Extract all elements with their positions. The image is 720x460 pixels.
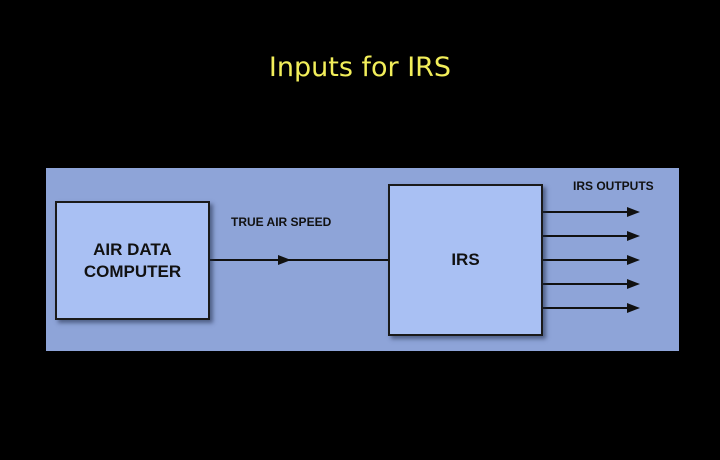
diagram-connectors [210, 207, 640, 313]
air-data-computer-block: AIR DATA COMPUTER [55, 201, 210, 320]
irs-block-label: IRS [451, 250, 480, 269]
irs-outputs-label: IRS OUTPUTS [573, 179, 654, 193]
air-data-computer-line-2: COMPUTER [83, 261, 182, 281]
irs-output-arrow-4 [627, 279, 640, 289]
irs-output-arrow-2 [627, 231, 640, 241]
air-data-computer-line-1: AIR DATA [93, 239, 172, 259]
air-data-computer-label: AIR DATA COMPUTER [84, 239, 181, 283]
irs-output-arrow-3 [627, 255, 640, 265]
irs-output-arrow-1 [627, 207, 640, 217]
slide-title: Inputs for IRS [268, 52, 452, 83]
true-air-speed-label: TRUE AIR SPEED [231, 215, 332, 229]
true-air-speed-arrow [278, 255, 291, 265]
diagram-panel: AIR DATA COMPUTER IRS TRUE AIR SPEED IRS… [46, 168, 679, 351]
irs-block: IRS [388, 184, 543, 336]
irs-output-arrow-5 [627, 303, 640, 313]
